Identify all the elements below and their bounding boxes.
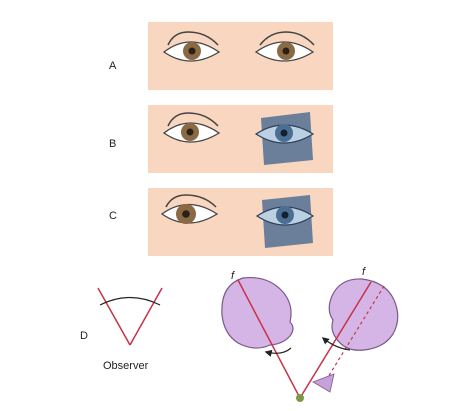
fixation-point <box>296 394 304 402</box>
prism-shape <box>313 374 334 392</box>
observer-left-line <box>98 288 130 345</box>
observer-diagram <box>98 288 162 345</box>
row-a-right-pupil <box>283 48 290 55</box>
right-eyeball <box>329 279 398 350</box>
row-a-left-pupil <box>189 48 196 55</box>
eyeball-rotation-diagram <box>222 278 398 402</box>
row-a-panel <box>148 22 333 90</box>
left-eyeball <box>222 278 293 349</box>
row-b-panel <box>148 105 333 173</box>
observer-angle-arc <box>100 298 160 306</box>
left-rotation-arrow <box>266 348 291 353</box>
observer-right-line <box>130 288 162 345</box>
row-b-right-eye <box>256 112 313 165</box>
row-c-right-eye <box>257 195 313 248</box>
row-c-panel <box>148 188 333 256</box>
